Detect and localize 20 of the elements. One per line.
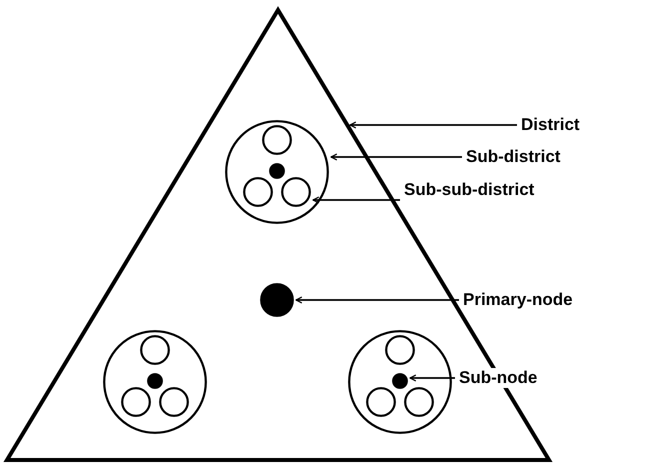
circle xyxy=(404,387,434,417)
leader-line xyxy=(349,122,517,128)
callout-label: Primary-node xyxy=(462,290,574,310)
circle xyxy=(348,330,452,434)
leader-line xyxy=(330,154,462,160)
leader-line xyxy=(295,296,459,304)
circle xyxy=(121,387,151,417)
circle xyxy=(159,387,189,417)
filled-dot xyxy=(147,373,163,389)
filled-dot xyxy=(260,283,294,317)
filled-dot xyxy=(269,163,285,179)
circle xyxy=(385,335,415,365)
circle xyxy=(243,177,273,207)
circle xyxy=(262,125,292,155)
circle xyxy=(281,177,311,207)
circle xyxy=(225,120,329,224)
circle xyxy=(140,335,170,365)
circle xyxy=(366,387,396,417)
filled-dot xyxy=(392,373,408,389)
circle xyxy=(103,330,207,434)
